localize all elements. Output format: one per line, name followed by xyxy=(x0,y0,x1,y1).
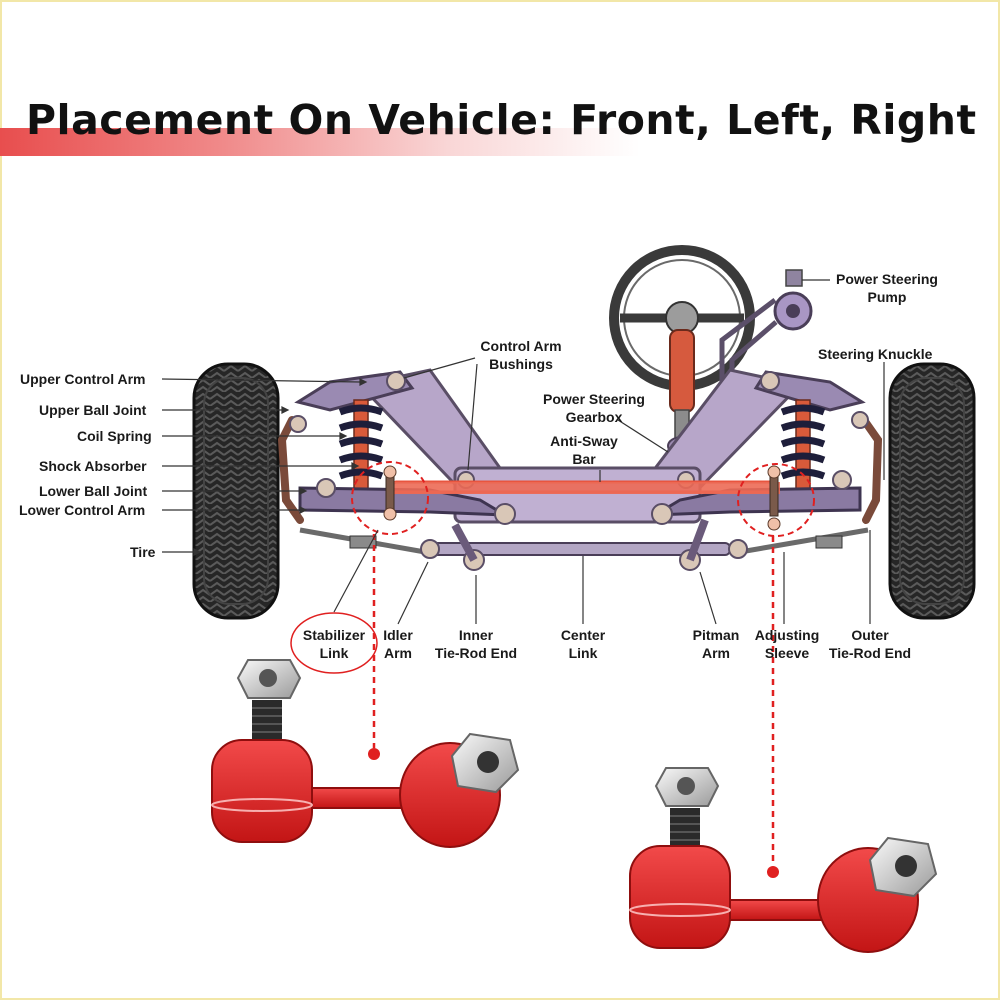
label-tire: Tire xyxy=(130,544,156,560)
label-outer-tie-rod-end-line1: Outer xyxy=(851,627,889,643)
label-idler-arm-line1: Idler xyxy=(383,627,413,643)
stabilizer-link-label-circle xyxy=(290,612,378,674)
coil-spring-left xyxy=(338,399,384,497)
label-lower-control-arm: Lower Control Arm xyxy=(19,502,145,518)
label-control-arm-bushings-line1: Control Arm xyxy=(480,338,561,354)
highlight-circle-right xyxy=(737,463,815,537)
label-inner-tie-rod-end-line1: Inner xyxy=(459,627,494,643)
coil-spring-right xyxy=(780,399,826,497)
label-stabilizer-link-line1: Stabilizer xyxy=(303,627,366,643)
label-steering-knuckle: Steering Knuckle xyxy=(818,346,933,362)
label-power-steering-pump-line2: Pump xyxy=(868,289,907,305)
page-title: Placement On Vehicle: Front, Left, Right xyxy=(26,96,977,144)
steering-linkage xyxy=(299,518,869,571)
connector-line-right xyxy=(767,536,779,878)
stabilizer-link-right xyxy=(767,465,781,531)
label-idler-arm-line2: Arm xyxy=(384,645,412,661)
label-adjusting-sleeve-line1: Adjusting xyxy=(755,627,820,643)
stabilizer-link-left xyxy=(383,465,397,521)
label-outer-tie-rod-end-line2: Tie-Rod End xyxy=(829,645,911,661)
label-upper-control-arm: Upper Control Arm xyxy=(20,371,145,387)
label-center-link-line2: Link xyxy=(569,645,598,661)
steering-knuckle-right xyxy=(851,411,883,524)
label-upper-ball-joint: Upper Ball Joint xyxy=(39,402,147,418)
upper-control-arm-right xyxy=(753,370,866,412)
leader-lines xyxy=(161,279,885,625)
label-anti-sway-bar-line2: Bar xyxy=(572,451,596,467)
highlight-circle-left xyxy=(351,461,429,535)
label-pitman-arm-line1: Pitman xyxy=(693,627,740,643)
title-highlight-band xyxy=(0,128,640,156)
anti-sway-bar xyxy=(387,480,780,498)
label-stabilizer-link-line2: Link xyxy=(320,645,349,661)
label-pitman-arm-line2: Arm xyxy=(702,645,730,661)
label-lower-ball-joint: Lower Ball Joint xyxy=(39,483,147,499)
label-inner-tie-rod-end-line2: Tie-Rod End xyxy=(435,645,517,661)
product-stabilizer-link-2 xyxy=(629,767,938,953)
product-stabilizer-link-1 xyxy=(211,659,520,848)
label-power-steering-gearbox-line2: Gearbox xyxy=(566,409,623,425)
label-control-arm-bushings-line2: Bushings xyxy=(489,356,553,372)
connector-line-left xyxy=(368,534,380,760)
label-coil-spring: Coil Spring xyxy=(77,428,152,444)
lower-control-arm-right xyxy=(651,470,862,525)
label-shock-absorber: Shock Absorber xyxy=(39,458,147,474)
label-anti-sway-bar-line1: Anti-Sway xyxy=(550,433,618,449)
label-power-steering-pump-line1: Power Steering xyxy=(836,271,938,287)
label-adjusting-sleeve-line2: Sleeve xyxy=(765,645,810,661)
right-tire xyxy=(888,362,976,620)
label-power-steering-gearbox-line1: Power Steering xyxy=(543,391,645,407)
upper-control-arm-left xyxy=(294,370,415,412)
label-center-link-line1: Center xyxy=(561,627,606,643)
